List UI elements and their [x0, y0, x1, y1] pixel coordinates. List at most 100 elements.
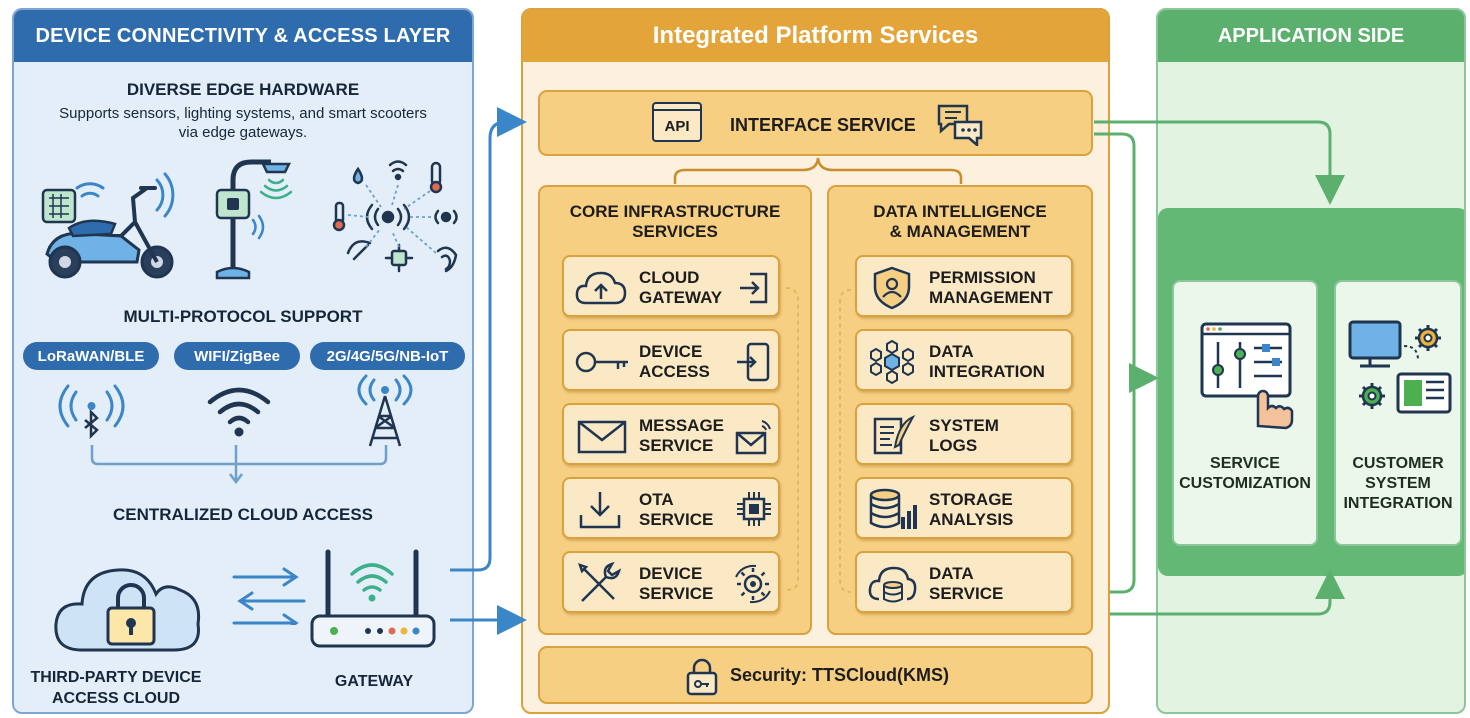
core-dashed-connector [785, 287, 799, 591]
data-title-1: DATA INTELLIGENCE [873, 202, 1047, 221]
storage-analysis-card: STORAGE ANALYSIS [855, 477, 1073, 539]
customer-integration-l2: SYSTEM [1365, 475, 1431, 492]
customer-integration-l3: INTEGRATION [1343, 495, 1453, 512]
cloud-lock-icon [54, 568, 201, 652]
data-service-l1: DATA [929, 564, 974, 583]
right-panel-header: APPLICATION SIDE [1158, 10, 1464, 62]
cloud-access-title: CENTRALIZED CLOUD ACCESS [112, 505, 374, 524]
service-customization-l2: CUSTOMIZATION [1179, 475, 1311, 492]
cell-tower-icon [357, 374, 413, 447]
core-infrastructure-box: CORE INFRASTRUCTURE SERVICES CLOUD GATEW… [538, 185, 812, 635]
brace-connector [673, 157, 963, 184]
protocol-support-title: MULTI-PROTOCOL SUPPORT [123, 307, 363, 326]
chat-bubbles-icon [937, 104, 983, 146]
envelope-icon [577, 420, 627, 454]
edge-hardware-title: DIVERSE EDGE HARDWARE [126, 80, 360, 99]
bluetooth-icon [58, 384, 125, 440]
chip-icon [737, 492, 771, 526]
core-title-2: SERVICES [632, 222, 718, 241]
interface-to-application-arrow [1094, 120, 1345, 205]
protocol-pill-wifi: WIFI/ZigBee [174, 342, 300, 370]
settings-sliders-icon [1200, 322, 1294, 430]
storage-analysis-l1: STORAGE [929, 490, 1013, 509]
data-integration-l2: INTEGRATION [929, 362, 1045, 381]
left-panel-header: DEVICE CONNECTIVITY & ACCESS LAYER [14, 10, 472, 62]
street-light-icon [215, 159, 293, 280]
system-logs-card: SYSTEM LOGS [855, 403, 1073, 465]
edge-hardware-desc-2: via edge gateways. [178, 124, 308, 141]
device-service-card: DEVICE SERVICE [562, 551, 780, 613]
data-service-l2: SERVICE [929, 584, 1004, 603]
ota-service-l1: OTA [639, 490, 674, 509]
data-integration-l1: DATA [929, 342, 974, 361]
customer-integration-card: CUSTOMER SYSTEM INTEGRATION [1334, 280, 1462, 546]
scooter-icon [41, 172, 175, 279]
data-integration-card: DATA INTEGRATION [855, 329, 1073, 391]
computers-gears-icon [1348, 320, 1452, 414]
gateway-label: GATEWAY [334, 673, 414, 690]
gateway-router-icon [310, 549, 436, 648]
device-access-l1: DEVICE [639, 342, 703, 361]
security-label: Security: TTSCloud(KMS) [730, 665, 949, 685]
data-to-application-arrow [1110, 390, 1136, 594]
document-quill-icon [873, 414, 916, 455]
sensor-network-icon [332, 160, 458, 273]
bidirectional-arrows-icon [232, 567, 306, 625]
message-service-l1: MESSAGE [639, 416, 725, 435]
integrated-platform-panel: Integrated Platform Services API INTERFA… [521, 8, 1110, 714]
permission-l2: MANAGEMENT [929, 288, 1053, 307]
key-icon [575, 351, 628, 373]
cloud-gateway-card: CLOUD GATEWAY [562, 255, 780, 317]
database-chart-icon [869, 488, 917, 529]
mobile-login-icon [737, 342, 770, 382]
device-service-l1: DEVICE [639, 564, 703, 583]
application-group-box: SERVICE CUSTOMIZATION [1158, 208, 1464, 576]
third-party-label-1: THIRD-PARTY DEVICE [30, 669, 202, 686]
wifi-icon [207, 387, 271, 437]
api-icon: API [652, 102, 702, 142]
permission-management-card: PERMISSION MANAGEMENT [855, 255, 1073, 317]
ota-service-l2: SERVICE [639, 510, 714, 529]
permission-l1: PERMISSION [929, 268, 1036, 287]
cloud-database-icon [868, 566, 917, 603]
service-customization-l1: SERVICE [1210, 455, 1280, 472]
message-service-l2: SERVICE [639, 436, 714, 455]
cloud-gateway-l2: GATEWAY [639, 288, 723, 307]
system-logs-l1: SYSTEM [929, 416, 999, 435]
data-dashed-connector [839, 289, 852, 593]
device-connectivity-panel: DEVICE CONNECTIVITY & ACCESS LAYER DIVER… [12, 8, 474, 714]
application-side-panel: APPLICATION SIDE SERVICE CUSTOMIZATION [1156, 8, 1466, 714]
tools-icon [578, 561, 622, 602]
download-icon [579, 492, 621, 529]
hexagon-network-icon [870, 339, 914, 385]
cloud-upload-icon [575, 271, 627, 305]
gear-refresh-icon [735, 564, 771, 604]
customer-integration-l1: CUSTOMER [1352, 455, 1444, 472]
core-title-1: CORE INFRASTRUCTURE [569, 202, 781, 221]
data-service-card: DATA SERVICE [855, 551, 1073, 613]
device-service-l2: SERVICE [639, 584, 714, 603]
ota-service-card: OTA SERVICE [562, 477, 780, 539]
security-bar: Security: TTSCloud(KMS) [538, 646, 1093, 704]
login-icon [740, 272, 768, 304]
interface-service-box: API INTERFACE SERVICE [538, 90, 1093, 156]
protocol-pill-cellular: 2G/4G/5G/NB-IoT [310, 342, 465, 370]
protocol-pill-lorawan: LoRaWAN/BLE [23, 342, 159, 370]
system-logs-l2: LOGS [929, 436, 978, 455]
data-intelligence-box: DATA INTELLIGENCE & MANAGEMENT PERMISSIO… [827, 185, 1093, 635]
device-access-l2: ACCESS [639, 362, 710, 381]
email-signal-icon [735, 420, 771, 455]
interface-branch-arrow [1094, 132, 1159, 393]
service-customization-card: SERVICE CUSTOMIZATION [1172, 280, 1318, 546]
api-badge-text: API [664, 118, 690, 135]
security-to-application-arrow [1110, 569, 1345, 616]
data-title-2: & MANAGEMENT [889, 222, 1031, 241]
middle-panel-header: Integrated Platform Services [523, 10, 1108, 62]
gateway-to-interface-arrow [450, 107, 527, 572]
third-party-label-2: ACCESS CLOUD [51, 690, 180, 707]
cloud-gateway-l1: CLOUD [639, 268, 700, 287]
edge-hardware-desc-1: Supports sensors, lighting systems, and … [59, 105, 427, 122]
padlock-icon [686, 658, 718, 696]
message-service-card: MESSAGE SERVICE [562, 403, 780, 465]
